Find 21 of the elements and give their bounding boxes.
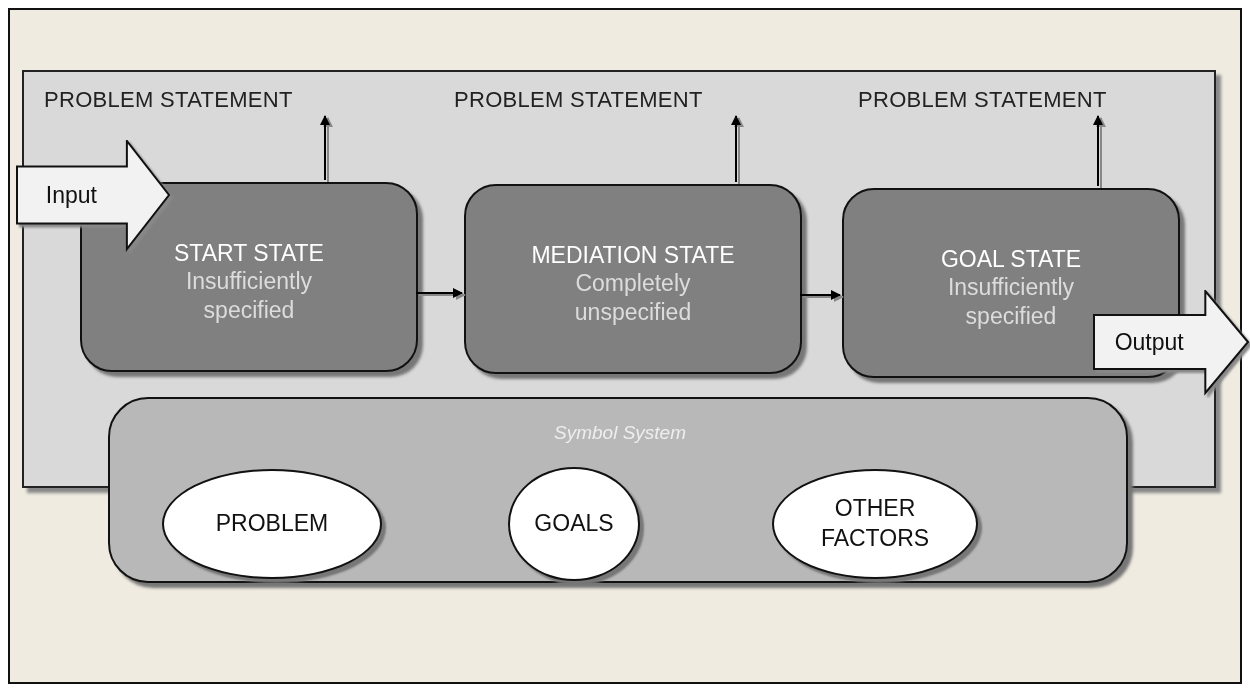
ellipse-label: PROBLEM (214, 509, 330, 539)
state-title: START STATE (174, 239, 324, 267)
heading-text: PROBLEM STATEMENT (454, 87, 703, 113)
arrow (415, 288, 463, 298)
ellipse-label: GOALS (533, 509, 615, 539)
state-description: Completely unspecified (573, 268, 693, 327)
arrow-label: Input (44, 181, 98, 209)
state-description: Insufficiently specified (184, 266, 314, 325)
arrow-label: Output (1113, 328, 1185, 356)
ellipse-label: OTHER FACTORS (819, 494, 931, 553)
arrow (320, 115, 330, 181)
arrow (799, 290, 841, 300)
state-description: Insufficiently specified (946, 272, 1076, 331)
arrow (731, 115, 741, 183)
symbol-system-panel (108, 397, 1128, 583)
heading-text: PROBLEM STATEMENT (858, 87, 1107, 113)
state-title: MEDIATION STATE (531, 241, 735, 269)
heading-text: PROBLEM STATEMENT (44, 87, 293, 113)
state-title: GOAL STATE (940, 245, 1082, 273)
arrow (1093, 115, 1103, 187)
state-box (464, 184, 802, 374)
